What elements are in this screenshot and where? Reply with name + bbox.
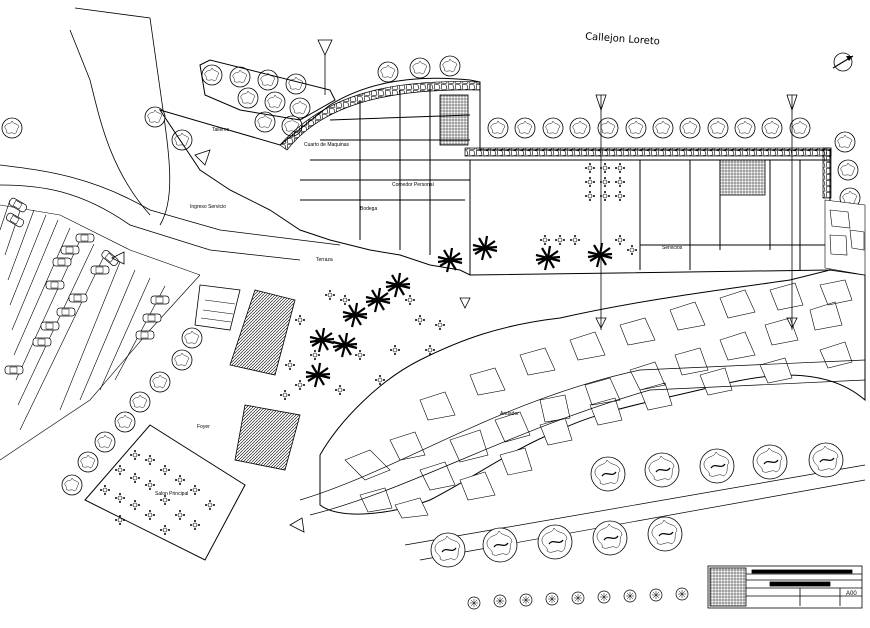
title-block-frame [707,565,863,609]
street-lines [0,7,341,261]
label-foyer: Foyer [197,424,210,430]
hatched-buildings [194,284,301,471]
walkways [299,359,866,561]
thick-wall-east [822,147,832,199]
north-arrow-icon [832,52,854,72]
bottom-small-trees [467,587,689,610]
parked-cars [4,196,170,375]
label-bodega: Bodega [360,206,378,212]
thick-wall-curve [279,81,481,151]
main-building [158,59,831,276]
restaurant-tables [539,162,638,256]
garden-east-stones [824,199,866,276]
label-servicios: Servicios [662,245,683,251]
label-ingreso-servicio: Ingreso Servicio [190,204,226,210]
stone-garden [319,269,866,519]
parking-lot [0,199,201,461]
label-andador: Andador [500,411,519,417]
label-cuarto-maquinas: Cuarto de Maquinas [304,142,350,148]
label-comedor: Comedor Personal [392,182,434,188]
section-marker-icon [111,39,798,533]
kitchen-block [439,94,469,146]
title-block-sheet: A00 [846,591,857,597]
label-terraza: Terraza [316,257,333,263]
thick-wall-north [464,147,832,157]
salon-principal [84,424,246,561]
label-salon-principal: Salon Principal [155,491,189,497]
label-talleres: Talleres [212,127,230,133]
service-block [719,159,766,196]
